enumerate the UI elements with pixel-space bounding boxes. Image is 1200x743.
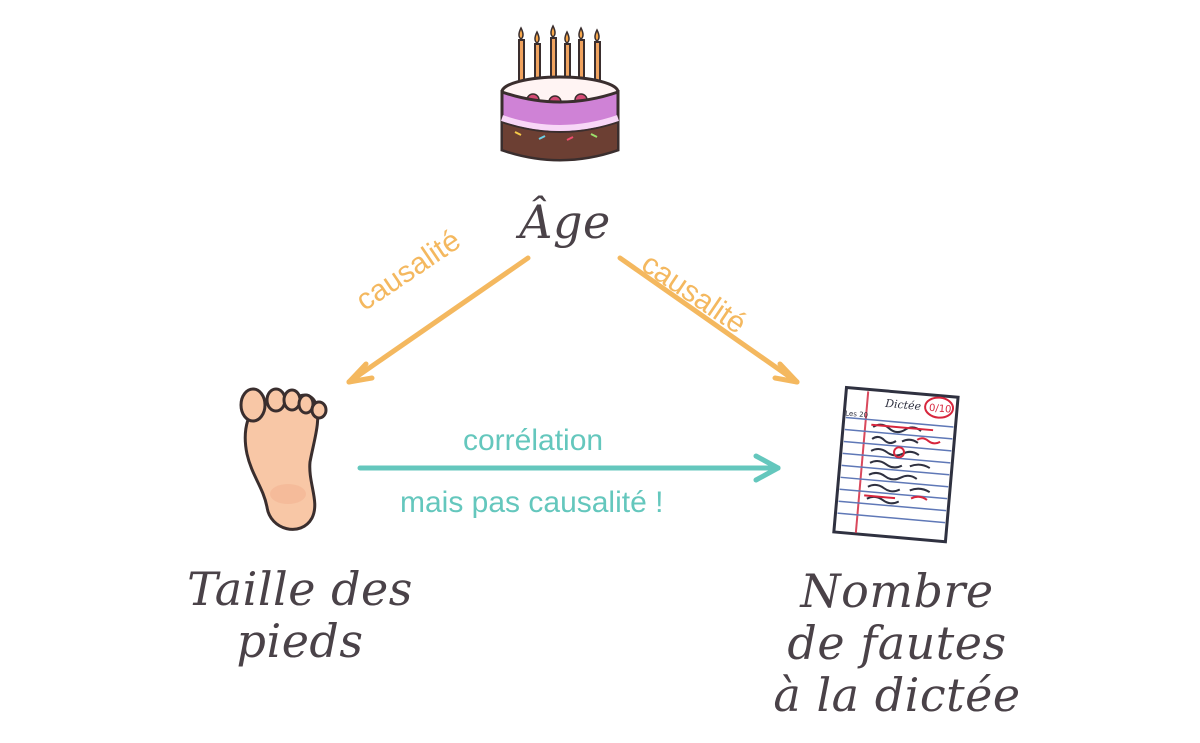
- candles: [518, 24, 601, 99]
- foot-icon: [239, 387, 328, 531]
- age-to-feet-arrow: [346, 255, 531, 385]
- paper-title: Dictée: [884, 397, 922, 413]
- paper-grade: 0/10: [929, 403, 952, 416]
- dictation-paper-icon: Dictée Les 20 0/10: [832, 385, 960, 544]
- mistakes-label: Nombre de fautes à la dictée: [773, 564, 1021, 722]
- paper-margin-note: Les 20: [845, 409, 868, 419]
- feet-to-mistakes-arrow: [357, 453, 781, 483]
- birthday-cake-icon: [500, 24, 620, 162]
- not-causality-label: mais pas causalité !: [400, 486, 664, 519]
- correlation-label: corrélation: [463, 424, 604, 457]
- feet-label: Taille des pieds: [187, 562, 413, 668]
- age-to-mistakes-arrow: [617, 255, 800, 385]
- age-label: Âge: [519, 195, 611, 249]
